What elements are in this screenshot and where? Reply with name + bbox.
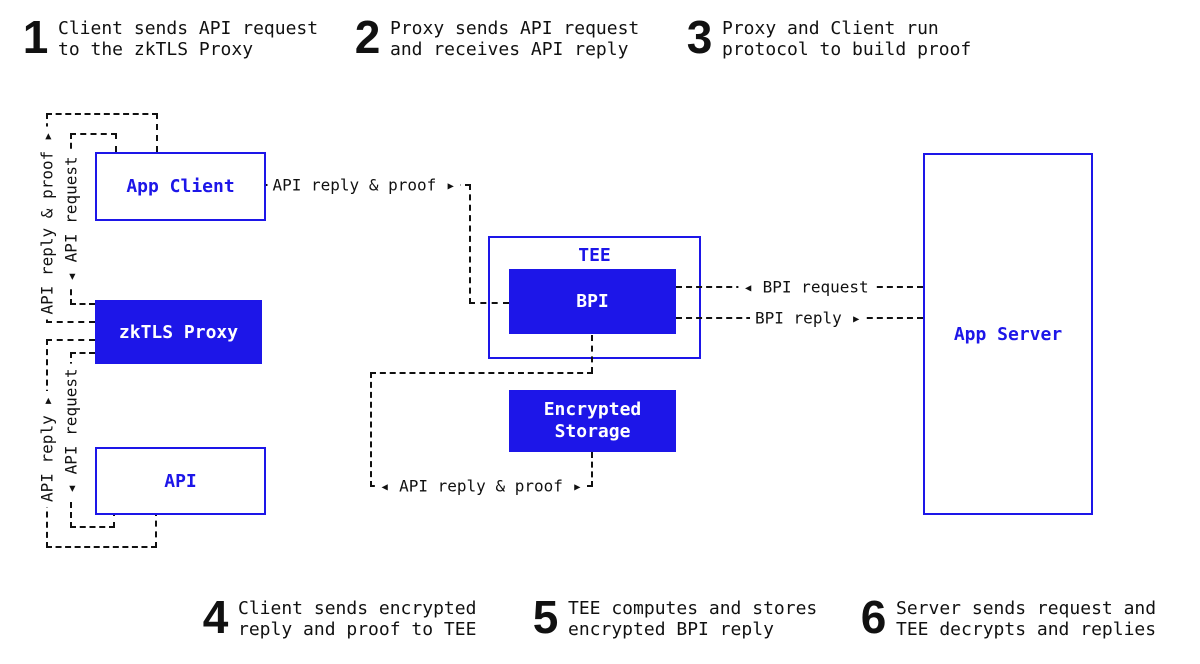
edge-request-into-proxy [70, 303, 95, 305]
edge-request-top-h [70, 133, 117, 135]
node-tee-label: TEE [578, 245, 611, 266]
step-4-line2: reply and proof to TEE [238, 619, 477, 640]
edge-api-request-into-api [113, 510, 115, 528]
node-app-server-label: App Server [953, 323, 1063, 345]
step-1-line2: to the zkTLS Proxy [58, 39, 254, 60]
label-bpi-request-text: ◂ BPI request [738, 276, 874, 298]
label-api-request-upper-text: ◂ API request [60, 151, 82, 287]
edge-bpi-storage-left-v [370, 372, 372, 487]
label-api-reply-lower-text: API reply ▸ [36, 391, 58, 507]
step-3-line2: protocol to build proof [722, 39, 972, 60]
step-1-number: 1 [22, 11, 49, 63]
step-4-text: Client sends encrypted reply and proof t… [238, 598, 476, 640]
step-2-number: 2 [354, 11, 381, 63]
edge-api-reply-bottom-h [46, 546, 157, 548]
step-3-number: 3 [686, 11, 713, 63]
step-5-line1: TEE computes and stores [568, 598, 818, 619]
label-api-reply-proof-left-text: API reply & proof ▸ [36, 126, 58, 320]
step-1: 1 Client sends API request to the zkTLS … [18, 11, 318, 63]
step-3-text: Proxy and Client run protocol to build p… [722, 18, 971, 60]
edge-client-bpi-v [469, 184, 471, 304]
step-1-line1: Client sends API request [58, 18, 319, 39]
step-6-line1: Server sends request and [896, 598, 1157, 619]
edge-api-reply-out-of-api [155, 510, 157, 548]
node-encrypted-storage-line1: Encrypted [543, 399, 642, 420]
node-app-server: App Server [923, 153, 1093, 515]
edge-client-bpi-into-bpi [469, 302, 509, 304]
step-5-text: TEE computes and stores encrypted BPI re… [568, 598, 817, 640]
step-4-number: 4 [202, 591, 229, 643]
step-5: 5 TEE computes and stores encrypted BPI … [528, 591, 818, 643]
label-api-request-lower-text: ◂ API request [60, 363, 82, 499]
edge-api-request-out-of-proxy [70, 352, 95, 354]
edge-request-out-of-client [115, 133, 117, 152]
edge-bpi-storage-out-of-bpi [591, 335, 593, 373]
step-6: 6 Server sends request and TEE decrypts … [856, 591, 1156, 643]
step-6-text: Server sends request and TEE decrypts an… [896, 598, 1156, 640]
node-api-label: API [164, 470, 197, 492]
node-bpi-label: BPI [576, 291, 609, 312]
step-2-line1: Proxy sends API request [390, 18, 640, 39]
step-5-line2: encrypted BPI reply [568, 619, 774, 640]
edge-bpi-storage-into-storage [591, 452, 593, 487]
step-3-line1: Proxy and Client run [722, 18, 939, 39]
step-2-text: Proxy sends API request and receives API… [390, 18, 639, 60]
node-encrypted-storage: Encrypted Storage [509, 390, 676, 452]
step-2-line2: and receives API reply [390, 39, 629, 60]
node-app-client-label: App Client [126, 176, 235, 197]
step-3: 3 Proxy and Client run protocol to build… [682, 11, 972, 63]
edge-reply-proof-into-proxy [46, 321, 95, 323]
step-6-line2: TEE decrypts and replies [896, 619, 1157, 640]
node-encrypted-storage-line2: Storage [554, 421, 631, 442]
node-api: API [95, 447, 266, 515]
edge-reply-proof-top-h [46, 113, 158, 115]
step-1-text: Client sends API request to the zkTLS Pr… [58, 18, 318, 60]
edge-api-request-bottom-h [70, 526, 115, 528]
step-2: 2 Proxy sends API request and receives A… [350, 11, 640, 63]
step-4-line1: Client sends encrypted [238, 598, 477, 619]
label-bpi-reply-text: BPI reply ▸ [750, 307, 866, 329]
node-app-client: App Client [95, 152, 266, 221]
edge-reply-proof-into-client [156, 113, 158, 152]
step-5-number: 5 [532, 591, 559, 643]
edge-bpi-storage-mid-h [370, 372, 593, 374]
node-zktls-proxy: zkTLS Proxy [95, 300, 262, 364]
step-6-number: 6 [860, 591, 887, 643]
node-zktls-proxy-label: zkTLS Proxy [118, 321, 239, 343]
step-4: 4 Client sends encrypted reply and proof… [198, 591, 477, 643]
label-api-reply-proof-bottom-text: ◂ API reply & proof ▸ [374, 475, 588, 497]
node-bpi: BPI [509, 269, 676, 334]
edge-api-reply-into-proxy [46, 339, 95, 341]
label-api-reply-proof-top-text: API reply & proof ▸ [267, 174, 461, 196]
